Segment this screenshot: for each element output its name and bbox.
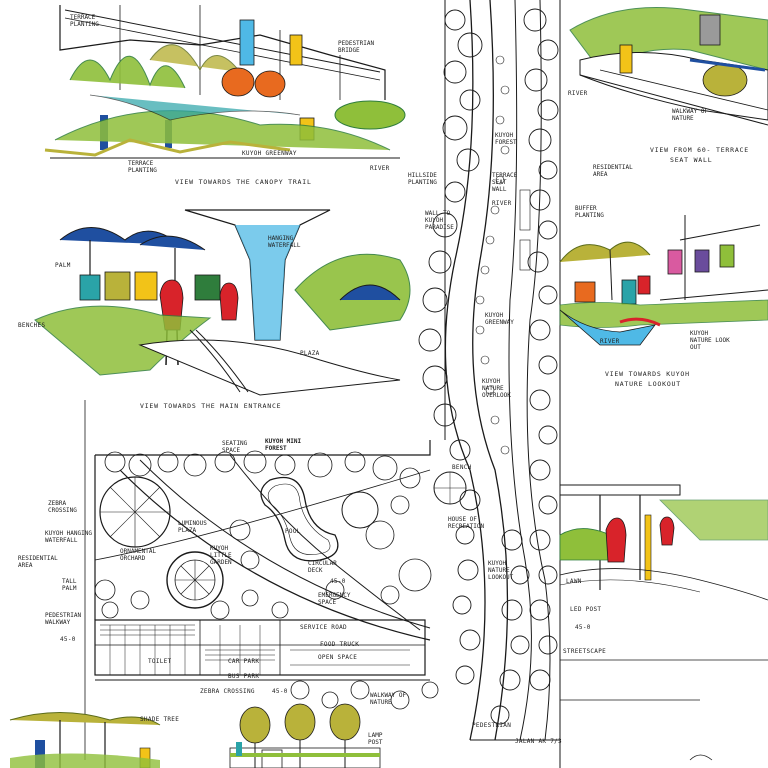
- caption-nature-lookout-line1: VIEW TOWARDS KUYOH: [605, 370, 690, 378]
- label-seating-space: SEATING SPACE: [222, 440, 248, 454]
- site-plan-trees: [94, 450, 439, 710]
- label-kuyoh-hanging-waterfall: KUYOH HANGING WATERFALL: [45, 530, 92, 544]
- label-river-lookout: RIVER: [600, 338, 620, 345]
- pedestrian-road-sketch: [470, 699, 713, 768]
- label-streetscape: STREETSCAPE: [563, 648, 607, 655]
- caption-terrace-view-line1: VIEW FROM 60- TERRACE: [650, 146, 749, 154]
- label-kuyoh-greenway-top: KUYOH GREENWAY: [242, 150, 297, 157]
- label-zebra-crossing-left: ZEBRA CROSSING: [48, 500, 77, 514]
- label-ornamental-orchard: ORNAMENTAL ORCHARD: [120, 548, 157, 562]
- label-kuyoh-mini-forest: KUYOH MINI FOREST: [265, 438, 302, 452]
- label-level-45-d: 45-0: [575, 624, 591, 631]
- led-post-sketch: [559, 484, 768, 661]
- label-pedestrian-bottom: PEDESTRIAN: [472, 722, 512, 729]
- terrace-seat-wall-sketch: [569, 7, 768, 126]
- label-lamp-post: LAMP POST: [368, 732, 383, 746]
- label-residential-area-right: RESIDENTIAL AREA: [593, 164, 633, 178]
- label-open-space: OPEN SPACE: [318, 654, 358, 661]
- label-jalan-ak: JALAN AK 7/3: [515, 738, 562, 745]
- label-kuyoh-little-garden: KUYOH LITTLE GARDEN: [210, 545, 232, 566]
- label-level-45-a: 45-0: [60, 636, 76, 643]
- label-house-of-recreation: HOUSE OF RECREATION: [448, 516, 485, 530]
- label-pedestrian-walkway: PEDESTRIAN WALKWAY: [45, 612, 82, 626]
- label-kuyoh-greenway-mid: KUYOH GREENWAY: [485, 312, 514, 326]
- label-kuyoh-nature-lookout-plan: KUYOH NATURE LOOKOUT: [488, 560, 514, 581]
- label-shade-tree: SHADE TREE: [140, 716, 180, 723]
- label-residential-area-left: RESIDENTIAL AREA: [18, 555, 58, 569]
- label-luminous-plaza: LUMINOUS PLAZA: [178, 520, 207, 534]
- label-river-top: RIVER: [370, 165, 390, 172]
- label-buffer-planting: BUFFER PLANTING: [575, 205, 604, 219]
- label-level-45-b: 45-0: [272, 688, 288, 695]
- label-bus-park: BUS PARK: [228, 673, 260, 680]
- label-hillside-planting: HILLSIDE PLANTING: [408, 172, 437, 186]
- label-benches: BENCHES: [18, 322, 46, 329]
- label-emergency-space: EMERGENCY SPACE: [318, 592, 351, 606]
- canopy-trail-sketch: [44, 5, 406, 159]
- label-led-post: LED POST: [570, 606, 602, 613]
- central-small-trees: [475, 55, 531, 455]
- label-kuyoh-nature-overlook: KUYOH NATURE OVERLOOK: [482, 378, 511, 399]
- label-food-truck: FOOD TRUCK: [320, 641, 360, 648]
- label-circular-deck: CIRCULAR DECK: [308, 560, 337, 574]
- label-kuyoh-forest: KUYOH FOREST: [495, 132, 517, 146]
- lamp-post-sketch: [229, 703, 381, 768]
- label-terrace-planting-top: TERRACE PLANTING: [70, 14, 99, 28]
- label-kuyoh-nature-look-out: KUYOH NATURE LOOK OUT: [690, 330, 730, 351]
- caption-main-entrance: VIEW TOWARDS THE MAIN ENTRANCE: [140, 402, 282, 410]
- label-tall-palm: TALL PALM: [62, 578, 77, 592]
- label-terrace-seat-wall: TERRACE SEAT WALL: [492, 172, 518, 193]
- label-service-road: SERVICE ROAD: [300, 624, 347, 631]
- central-greenway: [444, 0, 561, 741]
- caption-terrace-view-line2: SEAT WALL: [670, 156, 713, 164]
- label-car-park: CAR PARK: [228, 658, 260, 665]
- label-plaza: PLAZA: [300, 350, 320, 357]
- label-pool: POOL: [285, 528, 301, 535]
- label-terrace-planting-bottom: TERRACE PLANTING: [128, 160, 157, 174]
- caption-nature-lookout-line2: NATURE LOOKOUT: [615, 380, 681, 388]
- label-level-45-c: 45-0: [330, 578, 346, 585]
- label-hanging-waterfall: HANGING WATERFALL: [268, 235, 301, 249]
- label-river-mid: RIVER: [492, 200, 512, 207]
- label-walkway-of-nature-bottom: WALKWAY OF NATURE: [370, 692, 407, 706]
- central-tree-canopy: [418, 8, 559, 725]
- label-river-right-top: RIVER: [568, 90, 588, 97]
- nature-lookout-sketch: [559, 215, 768, 346]
- label-palm: PALM: [55, 262, 71, 269]
- label-walkway-of-nature-right: WALKWAY OF NATURE: [672, 108, 709, 122]
- label-bench: BENCH: [452, 464, 472, 471]
- label-lawn: LAWN: [566, 578, 582, 585]
- main-entrance-sketch: [34, 209, 411, 396]
- label-pedestrian-bridge: PEDESTRIAN BRIDGE: [338, 40, 375, 54]
- label-toilet: TOILET: [148, 658, 172, 665]
- shade-tree-sketch: [9, 712, 161, 768]
- label-zebra-crossing-bottom: ZEBRA CROSSING: [200, 688, 255, 695]
- caption-canopy-trail: VIEW TOWARDS THE CANOPY TRAIL: [175, 178, 312, 186]
- label-wall-to-kuyoh-paradise: WALL TO KUYOH PARADISE: [425, 210, 454, 231]
